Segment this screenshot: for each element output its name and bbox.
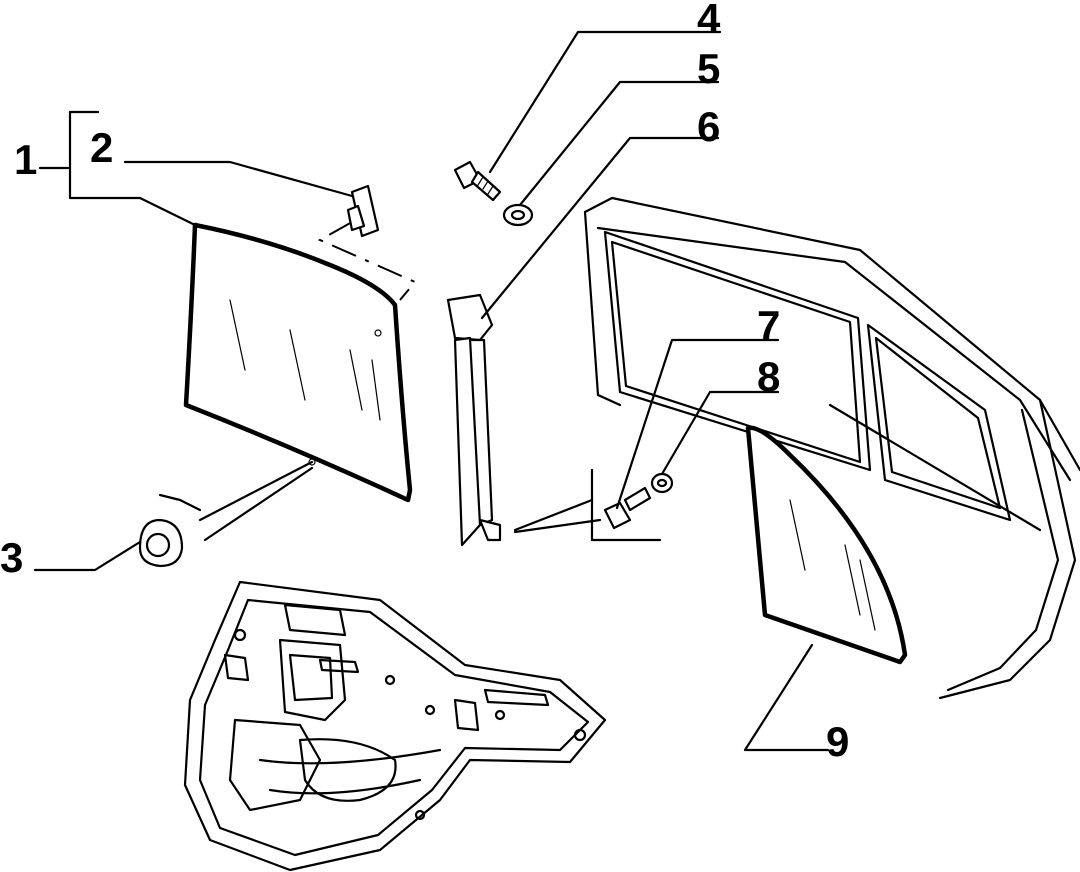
callout-9: 9 bbox=[826, 718, 849, 765]
washer-8 bbox=[650, 472, 674, 494]
bracket-7-8 bbox=[590, 468, 662, 542]
callout-labels: 1 2 3 4 5 6 7 8 9 bbox=[0, 0, 849, 765]
quarter-glass bbox=[745, 425, 908, 665]
glass-clip bbox=[346, 184, 380, 238]
bolt-4 bbox=[453, 160, 502, 202]
callout-leaders bbox=[33, 30, 830, 752]
leader-channel-to-bolt bbox=[513, 498, 602, 534]
callout-3: 3 bbox=[0, 534, 23, 581]
grommet bbox=[138, 493, 202, 568]
callout-1: 1 bbox=[14, 136, 37, 183]
callout-4: 4 bbox=[697, 0, 721, 42]
window-channel bbox=[446, 293, 502, 547]
leader-glass-to-clip bbox=[198, 460, 314, 542]
bolt-7 bbox=[603, 486, 652, 530]
washer-5 bbox=[502, 203, 534, 227]
callout-8: 8 bbox=[757, 353, 780, 400]
main-window-glass bbox=[183, 222, 413, 503]
callout-7: 7 bbox=[757, 302, 780, 349]
alignment-line-top bbox=[317, 221, 417, 301]
callout-5: 5 bbox=[697, 45, 720, 92]
callout-6: 6 bbox=[697, 103, 720, 150]
inner-door-panel bbox=[183, 580, 607, 872]
door-frame bbox=[583, 196, 1080, 700]
callout-2: 2 bbox=[90, 124, 113, 171]
